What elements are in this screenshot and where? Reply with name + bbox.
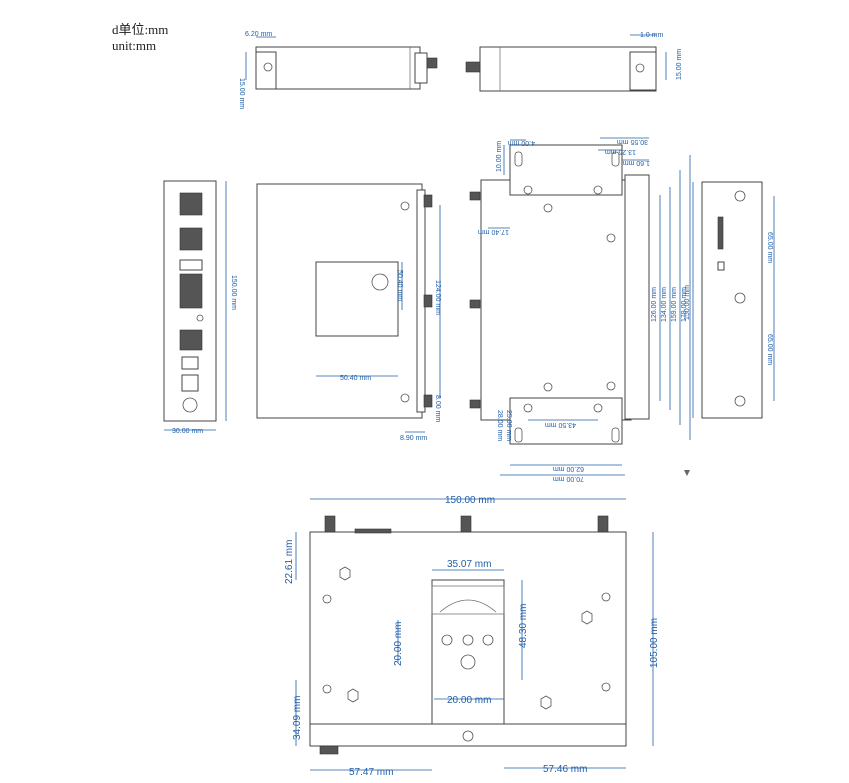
top-view-left: 6.20 mm 15.00 mm <box>238 31 438 109</box>
unit-note: d单位:mm unit:mm <box>112 22 168 54</box>
front-label-view: 50.40 mm 50.40 mm 124.00 mm 8.00 mm 8.90… <box>256 183 441 442</box>
dim-front-v2: 124.00 mm <box>434 280 441 315</box>
dim-front-v1: 50.40 mm <box>396 270 403 301</box>
dim-bottom-w: 150.00 mm <box>445 495 495 506</box>
small-mark-icon <box>684 470 690 476</box>
dim-top-left-w: 6.20 mm <box>245 31 272 38</box>
dim-rear-v179: 179.00 mm <box>681 287 688 322</box>
dim-bottom-top: 22.61 mm <box>284 540 295 584</box>
dim-rear-top5: 1.60 mm <box>623 159 650 166</box>
dim-top-right-w: 1.0 mm <box>640 32 664 39</box>
dim-rail-v1: 20.00 mm <box>393 622 404 666</box>
unit-label-cn: d单位:mm <box>112 22 169 37</box>
unit-label-en: unit:mm <box>112 38 157 53</box>
dim-rail-w: 35.07 mm <box>447 559 491 570</box>
dim-bottom-bl: 57.47 mm <box>349 767 393 778</box>
dim-top-left-h: 15.00 mm <box>238 78 245 109</box>
dim-rear-b1: 43.50 mm <box>545 421 576 428</box>
dim-rear-b3: 25.00 mm <box>505 410 512 441</box>
dim-rail-h: 20.00 mm <box>447 695 491 706</box>
dim-rear-v126: 126.00 mm <box>651 287 658 322</box>
dim-bottom-h: 105.00 mm <box>649 618 660 668</box>
rear-bracket-view: 4.00 mm 13.25 mm 30.55 mm 10.00 mm 1.60 … <box>469 137 691 482</box>
dim-rear-top1: 4.00 mm <box>508 139 535 146</box>
dim-rear-v134: 134.00 mm <box>661 287 668 322</box>
dim-rear-b5: 70.00 mm <box>553 475 584 482</box>
dim-right-h: 150.00 mm <box>684 285 691 320</box>
dim-rear-top2: 13.25 mm <box>605 148 636 155</box>
dim-rear-top3: 30.55 mm <box>617 138 648 145</box>
dim-rear-b2: 28.00 mm <box>496 410 503 441</box>
top-view-right: 1.0 mm 15.00 mm <box>465 32 683 92</box>
dim-bottom-br: 57.46 mm <box>543 764 587 775</box>
bottom-view: 150.00 mm 105.00 mm 22.61 mm 35.07 mm 20… <box>284 495 660 778</box>
dim-front-v3: 8.00 mm <box>434 395 441 422</box>
side-ports-view: 150.00 mm 30.00 mm <box>163 180 237 435</box>
right-view: 150.00 mm 65.00 mm 65.00 mm <box>684 181 775 419</box>
dim-rail-v2: 48.30 mm <box>518 604 529 648</box>
dim-rear-left: 17.40 mm <box>478 228 509 235</box>
dim-front-h2: 8.90 mm <box>400 435 427 442</box>
dim-front-h1: 50.40 mm <box>340 375 371 382</box>
dim-side-height: 150.00 mm <box>230 275 237 310</box>
dim-bottom-left: 34.09 mm <box>292 696 303 740</box>
dim-rear-top4: 10.00 mm <box>496 141 503 172</box>
dim-rear-b4: 62.00 mm <box>553 465 584 472</box>
dim-rear-v159: 159.00 mm <box>671 287 678 322</box>
dim-right-v1: 65.00 mm <box>766 232 773 263</box>
dim-top-right-h: 15.00 mm <box>676 49 683 80</box>
dim-side-depth: 30.00 mm <box>172 428 203 435</box>
dim-right-v2: 65.00 mm <box>766 334 773 365</box>
